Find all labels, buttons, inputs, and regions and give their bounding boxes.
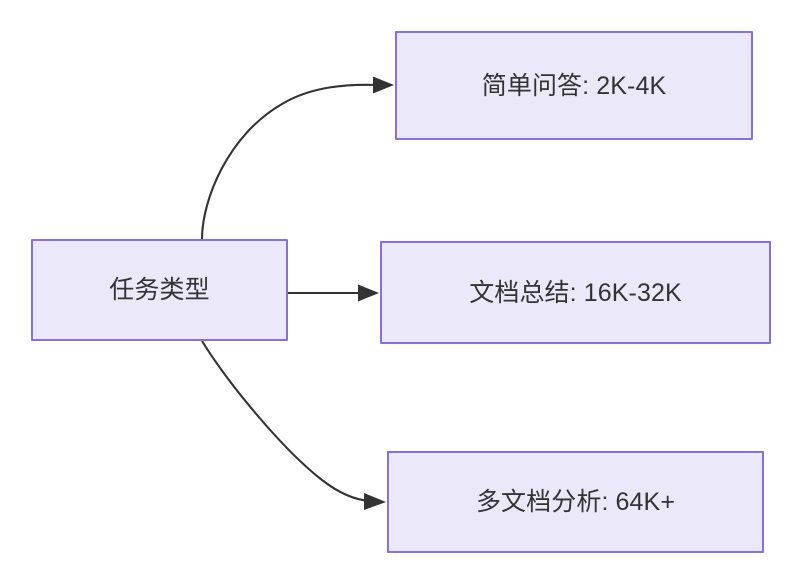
edge-source-simple-qa-arrowhead xyxy=(373,76,394,94)
node-task-type[interactable]: 任务类型 xyxy=(31,239,288,341)
node-doc-summary-label: 文档总结: 16K-32K xyxy=(469,278,682,307)
node-task-type-label: 任务类型 xyxy=(109,276,210,304)
node-simple-qa-label: 简单问答: 2K-4K xyxy=(481,71,667,100)
edge-source-multi-doc-arrowhead xyxy=(364,493,386,510)
node-doc-summary[interactable]: 文档总结: 16K-32K xyxy=(380,241,771,344)
edge-source-simple-qa-path xyxy=(200,83,379,240)
edge-source-multi-doc xyxy=(201,340,386,510)
edge-source-doc-summary-arrowhead xyxy=(358,284,379,302)
edge-source-multi-doc-path xyxy=(201,340,371,503)
node-multi-doc-label: 多文档分析: 64K+ xyxy=(475,488,676,516)
node-multi-doc[interactable]: 多文档分析: 64K+ xyxy=(387,451,764,553)
node-simple-qa[interactable]: 简单问答: 2K-4K xyxy=(395,31,753,140)
edge-source-simple-qa xyxy=(200,76,394,240)
edge-source-doc-summary xyxy=(288,284,379,302)
